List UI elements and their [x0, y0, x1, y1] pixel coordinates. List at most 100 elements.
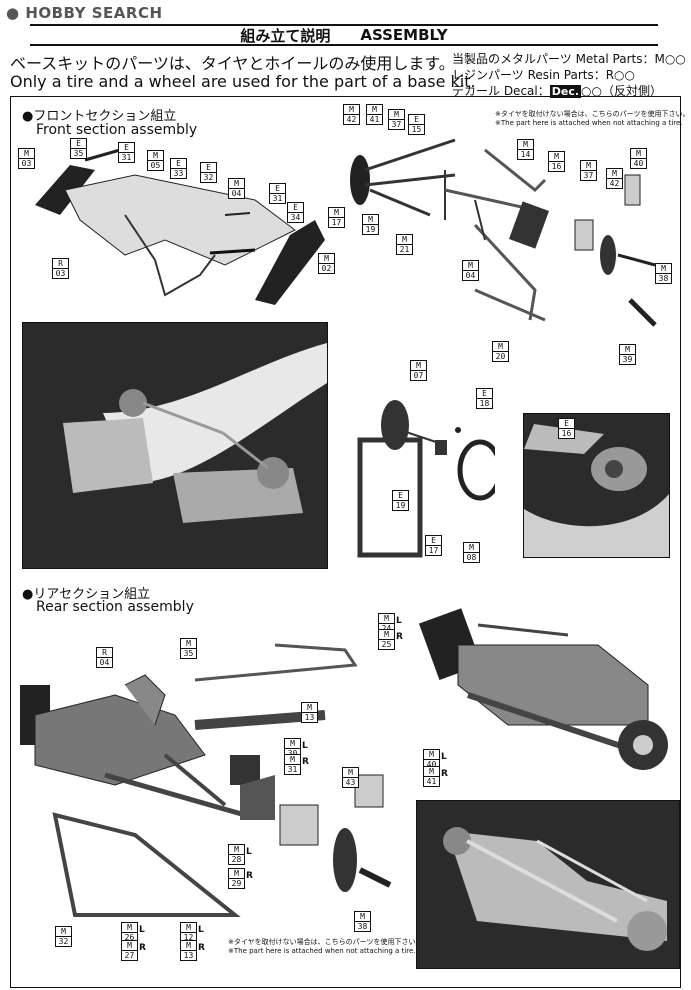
part-type: M [344, 105, 359, 115]
part-number: 35 [183, 649, 194, 658]
part-number: 37 [583, 171, 594, 180]
part-number: 42 [346, 115, 357, 124]
side-label-left: L [302, 741, 308, 751]
part-type: M [493, 342, 508, 352]
part-type: E [426, 536, 441, 546]
part-number: 25 [381, 640, 392, 649]
part-type: M [631, 149, 646, 159]
part-number: 15 [411, 125, 422, 134]
watermark-logo: ● HOBBY SEARCH [6, 4, 163, 22]
front-section-title-en: Front section assembly [36, 122, 198, 138]
part-number: 16 [561, 429, 572, 438]
part-number: 40 [426, 760, 437, 769]
part-type: M [397, 235, 412, 245]
part-type: M [355, 912, 370, 922]
part-number: 03 [55, 269, 66, 278]
part-type: M [607, 169, 622, 179]
part-type: M [319, 254, 334, 264]
part-number: 04 [99, 658, 110, 667]
part-number: 02 [321, 264, 332, 273]
front-section-photo [22, 322, 328, 569]
part-number: 03 [21, 159, 32, 168]
part-number: 18 [479, 399, 490, 408]
side-label-left: L [198, 925, 204, 935]
part-type: M [229, 845, 244, 855]
part-number: 35 [73, 149, 84, 158]
part-number: 32 [58, 937, 69, 946]
part-callout: M30 [284, 738, 301, 759]
front-section-title-jp: ●フロントセクション組立 [22, 109, 177, 124]
part-type: M [581, 161, 596, 171]
side-label-left: L [441, 752, 447, 762]
part-number: 20 [495, 352, 506, 361]
title-en: ASSEMBLY [360, 26, 448, 44]
part-number: 28 [231, 855, 242, 864]
rear-suspension-exploded-drawing [20, 643, 392, 917]
part-type: E [409, 115, 424, 125]
part-type: M [343, 768, 358, 778]
rear-section-title-en: Rear section assembly [36, 599, 194, 615]
side-label-right: R [198, 943, 205, 953]
part-type: M [424, 750, 439, 760]
part-number: 42 [609, 179, 620, 188]
side-label-right: R [246, 871, 253, 881]
part-type: E [201, 163, 216, 173]
part-type: M [229, 179, 244, 189]
watermark-text: HOBBY SEARCH [25, 4, 163, 22]
part-number: 07 [413, 371, 424, 380]
part-type: E [559, 419, 574, 429]
part-number: 12 [183, 933, 194, 942]
part-number: 38 [357, 922, 368, 931]
rear-assembled-drawing [418, 608, 668, 770]
side-label-left: L [139, 925, 145, 935]
part-number: 31 [121, 153, 132, 162]
side-label-left: L [246, 847, 252, 857]
part-number: 19 [365, 225, 376, 234]
part-number: 24 [379, 624, 394, 633]
part-type: M [518, 140, 533, 150]
part-type: M [379, 630, 394, 640]
part-type: M [181, 923, 196, 933]
part-number: 13 [183, 951, 194, 960]
part-type: M [329, 208, 344, 218]
side-label-right: R [396, 632, 403, 642]
legend-decal-prefix: デカール Decal： [452, 84, 550, 98]
front-tire-note-jp: ※タイヤを取付けない場合は、こちらのパーツを使用下さい。 [495, 110, 690, 118]
rear-tire-note: ※タイヤを取付けない場合は、こちらのパーツを使用下さい。 ※The part h… [228, 938, 423, 956]
part-type: E [119, 143, 134, 153]
legend-metal: 当製品のメタルパーツ Metal Parts：M○○ [452, 52, 686, 66]
part-type: E [270, 184, 285, 194]
part-type: M [411, 361, 426, 371]
part-number: 19 [395, 501, 406, 510]
part-type: M [19, 149, 34, 159]
